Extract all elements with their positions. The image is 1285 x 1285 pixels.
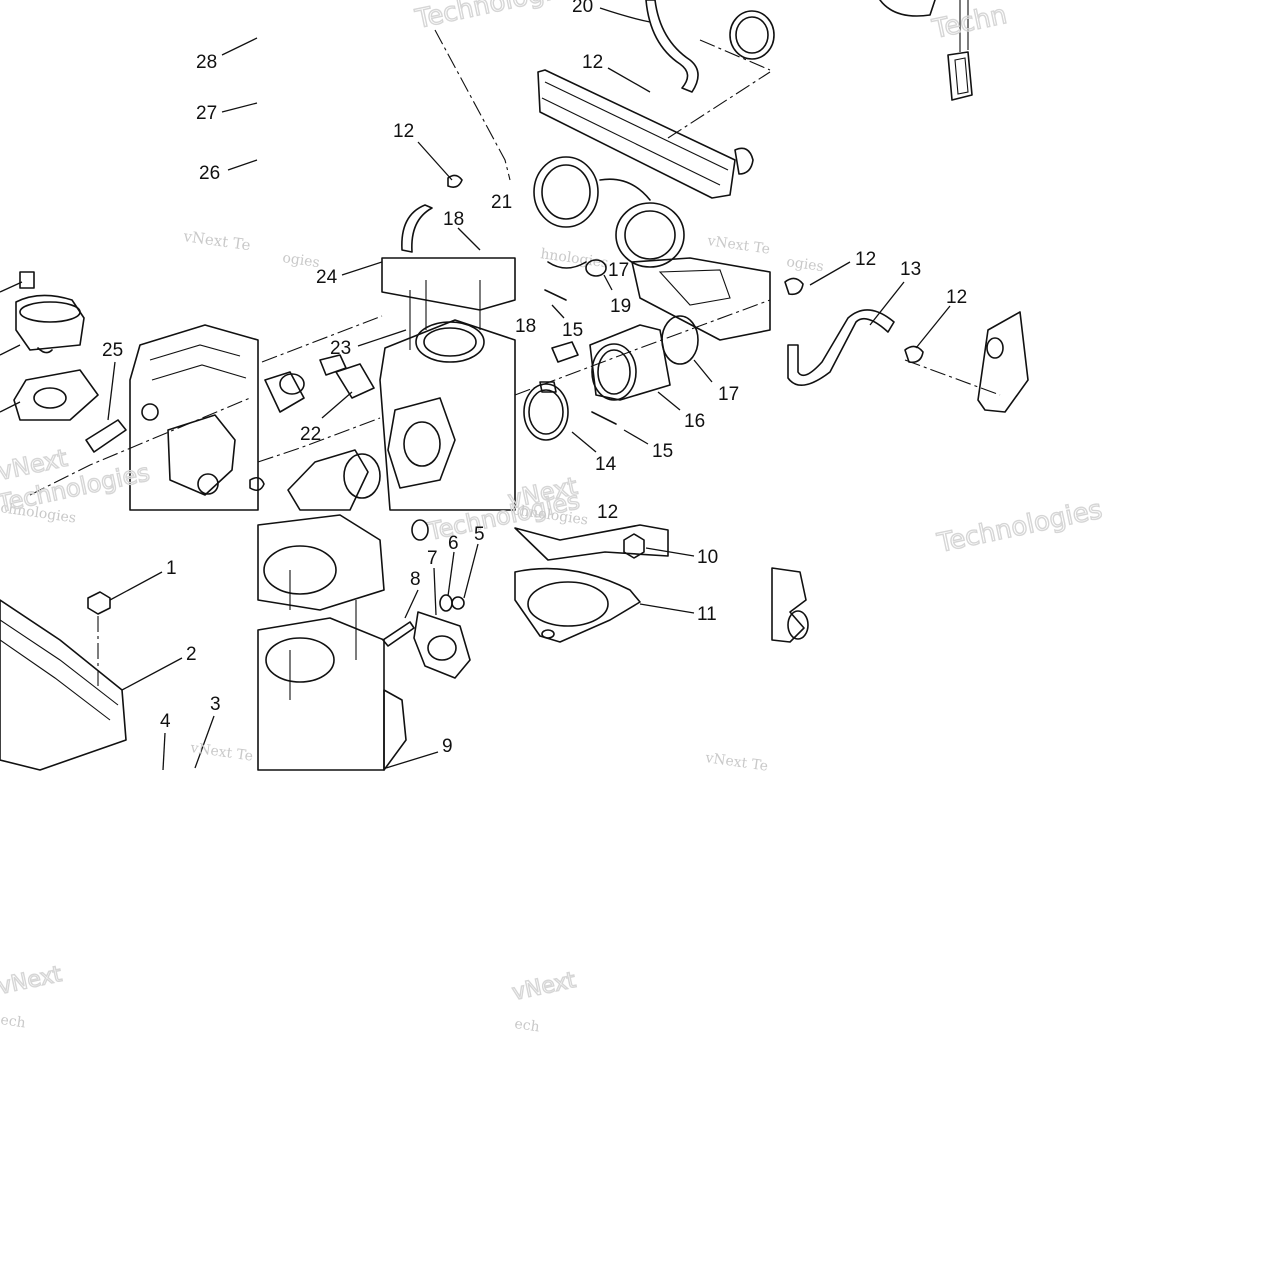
callout-4: 4 bbox=[160, 711, 171, 732]
callout-23: 23 bbox=[330, 338, 351, 359]
callout-17: 17 bbox=[718, 384, 739, 405]
watermark-text: Technologies bbox=[412, 0, 583, 35]
watermark-text: vNext bbox=[0, 962, 64, 1000]
callout-12: 12 bbox=[597, 502, 618, 523]
tile-top-left: 28 27 26 vNext Te bbox=[181, 37, 258, 254]
watermark-text: vNext Te bbox=[705, 233, 771, 258]
tile-lower-right-center: chnologies 12 10 11 vNext Te bbox=[511, 502, 769, 775]
tile-lower-left: 1 2 4 3 vNext Te bbox=[0, 558, 254, 771]
callout-15: 15 bbox=[652, 441, 673, 462]
tile-bottom-center: ech vNext bbox=[509, 967, 579, 1035]
callout-19: 19 bbox=[610, 296, 631, 317]
callout-8: 8 bbox=[410, 569, 421, 590]
watermark-text: vNext bbox=[510, 968, 578, 1006]
tile-mid-right: ogies 12 13 12 bbox=[784, 249, 1029, 413]
callout-16: 16 bbox=[684, 411, 705, 432]
callout-22: 22 bbox=[300, 424, 321, 445]
callout-15: 15 bbox=[562, 320, 583, 341]
tile-top-center: Technologies 12 18 21 bbox=[393, 0, 584, 253]
callout-20: 20 bbox=[572, 0, 593, 17]
callout-27: 27 bbox=[196, 103, 217, 124]
callout-21: 21 bbox=[491, 192, 512, 213]
callout-12: 12 bbox=[946, 287, 967, 308]
callout-18: 18 bbox=[515, 316, 536, 337]
callout-10: 10 bbox=[697, 547, 718, 568]
watermark-text: ogies bbox=[281, 250, 320, 271]
tile-lower-right: Technologies bbox=[771, 494, 1106, 643]
callout-9: 9 bbox=[442, 736, 453, 757]
watermark-text: Technologies bbox=[934, 495, 1105, 559]
tile-top-right-center: 20 12 vNext Te bbox=[533, 0, 775, 268]
callout-12: 12 bbox=[582, 52, 603, 73]
callout-12: 12 bbox=[855, 249, 876, 270]
callout-13: 13 bbox=[900, 259, 921, 280]
callout-14: 14 bbox=[595, 454, 617, 475]
callout-1: 1 bbox=[166, 558, 177, 579]
callout-12: 12 bbox=[393, 121, 414, 142]
callout-18: 18 bbox=[443, 209, 464, 230]
callout-11: 11 bbox=[697, 604, 717, 625]
watermark-text: vNext Te bbox=[188, 740, 254, 765]
watermark-text: Techn bbox=[929, 0, 1009, 45]
tile-lower-center: Technologies 8 7 6 5 9 bbox=[257, 486, 583, 771]
callout-3: 3 bbox=[210, 694, 221, 715]
callout-6: 6 bbox=[448, 533, 459, 554]
tile-bottom-left: ech vNext bbox=[0, 961, 65, 1031]
callout-17: 17 bbox=[608, 260, 629, 281]
callout-2: 2 bbox=[186, 644, 197, 665]
tile-top-right: Techn bbox=[879, 0, 1010, 101]
watermark-text: ech bbox=[0, 1012, 27, 1031]
watermark-text: ogies bbox=[785, 254, 824, 275]
watermark-text: vNext Te bbox=[703, 750, 769, 775]
callout-7: 7 bbox=[427, 548, 438, 569]
callout-5: 5 bbox=[474, 524, 485, 545]
watermark-text: ech bbox=[513, 1016, 540, 1035]
tile-mid-right-center: hnologies 17 19 15 18 16 17 14 15 bbox=[505, 246, 771, 515]
callout-28: 28 bbox=[196, 52, 217, 73]
callout-24: 24 bbox=[316, 267, 338, 288]
callout-26: 26 bbox=[199, 163, 220, 184]
tile-mid-center: 24 ogies 23 22 bbox=[257, 250, 516, 511]
callout-25: 25 bbox=[102, 340, 123, 361]
tile-mid-left: 25 chnologies vNext Technologies bbox=[0, 271, 265, 527]
watermark-text: vNext Te bbox=[181, 227, 251, 254]
